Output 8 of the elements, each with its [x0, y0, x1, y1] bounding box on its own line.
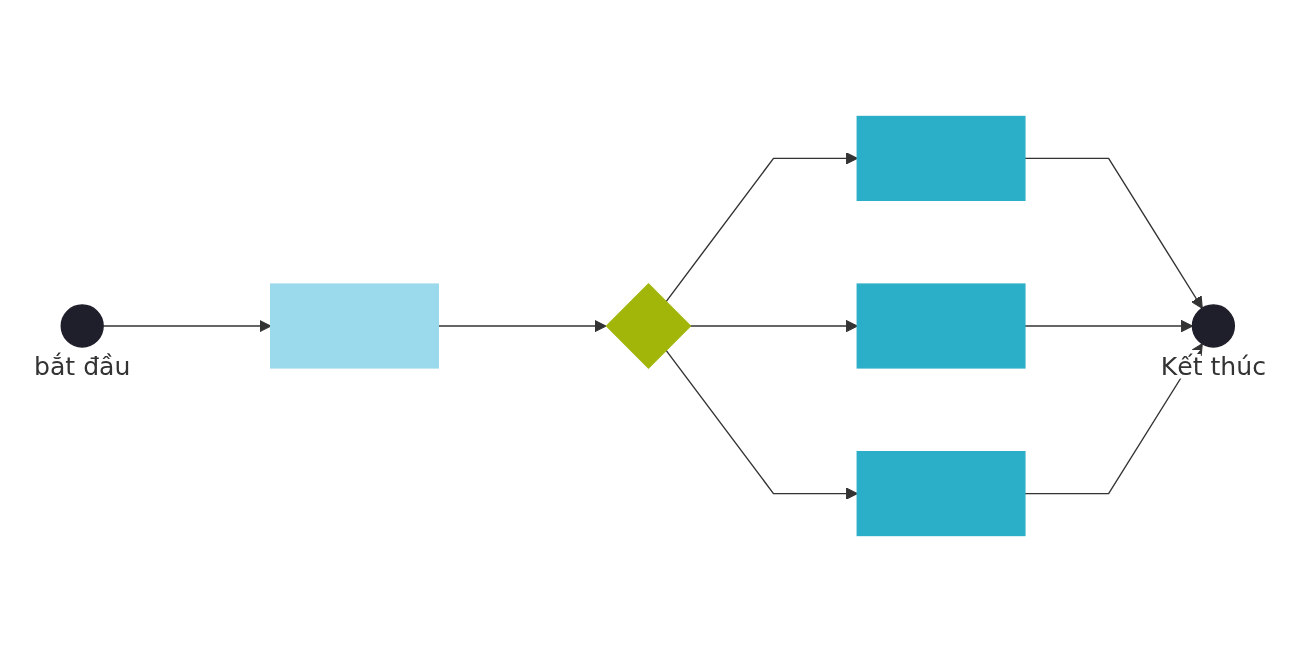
decision-diamond	[605, 282, 691, 369]
process-box	[856, 282, 1026, 369]
process-box	[856, 115, 1026, 201]
node-caption: bắt đầu	[33, 351, 130, 381]
process-box	[856, 450, 1026, 536]
process-box	[269, 282, 439, 369]
state-circle	[1191, 303, 1235, 348]
state-circle	[60, 303, 104, 348]
